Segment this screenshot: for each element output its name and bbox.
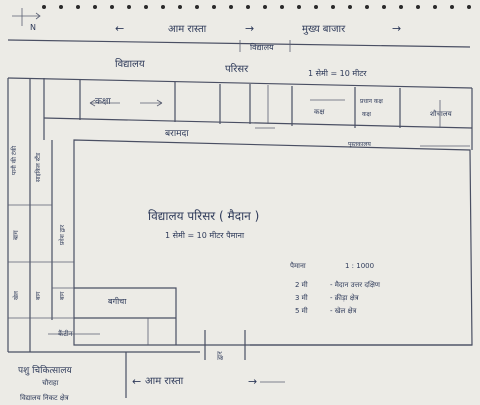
legend-row2-val: - क्रीड़ा क्षेत्र bbox=[330, 293, 359, 302]
garden-block bbox=[74, 287, 177, 345]
north-arrow-icon bbox=[12, 8, 41, 26]
canteen-label: कैंटीन bbox=[58, 329, 73, 338]
library-label: पुस्तकालय bbox=[348, 141, 371, 148]
left-item-6: बाग bbox=[35, 291, 42, 300]
top-boundary-line bbox=[7, 39, 471, 48]
legend-title: पैमाना bbox=[290, 261, 306, 270]
playground-scale: 1 सेमी = 10 मीटर पैमाना bbox=[165, 230, 245, 240]
left-item-7: बाग bbox=[59, 291, 66, 300]
room-right-label-b: कक्ष bbox=[362, 111, 372, 118]
left-item-3: बाग bbox=[12, 229, 20, 240]
room-right-label-a: प्रधान कक्ष bbox=[360, 98, 384, 105]
bottom-road-left-arrow: ← bbox=[132, 375, 141, 388]
school-title-right: परिसर bbox=[225, 63, 249, 75]
legend-row1-key: 2 मी bbox=[295, 280, 308, 289]
classroom-label: कक्षा bbox=[95, 97, 111, 107]
north-label: N bbox=[30, 23, 36, 32]
spiral-holes bbox=[42, 5, 471, 9]
school-title-left: विद्यालय bbox=[115, 58, 145, 70]
bottom-road-label: आम रास्ता bbox=[145, 376, 184, 387]
legend-row1-val: - मैदान उत्तर दक्षिण bbox=[330, 280, 381, 289]
playground-outline bbox=[73, 139, 473, 346]
left-item-4: प्रवेश द्वार bbox=[58, 224, 66, 245]
right-wall-label: शौचालय bbox=[430, 109, 453, 118]
building-top-wall bbox=[7, 77, 473, 89]
bottom-left-line1: पशु चिकित्सालय bbox=[18, 364, 72, 376]
bottom-left-line3: विद्यालय निकट क्षेत्र bbox=[20, 393, 69, 402]
building-bottom-wall bbox=[43, 117, 473, 129]
legend-value: 1 : 1000 bbox=[345, 262, 374, 270]
top-road-mid-arrow: → bbox=[245, 22, 254, 35]
left-item-2: साइकिल स्टैंड bbox=[34, 152, 42, 182]
school-scale-text: 1 सेमी = 10 मीटर bbox=[308, 68, 367, 78]
bottom-left-line2: चौराहा bbox=[42, 378, 59, 387]
legend-row3-key: 5 मी bbox=[295, 306, 308, 315]
room-mid-label: कक्ष bbox=[314, 108, 325, 116]
legend-row2-key: 3 मी bbox=[295, 293, 308, 302]
bottom-road-right-arrow: → bbox=[248, 375, 257, 388]
left-item-5: खेल bbox=[12, 290, 20, 300]
top-gate-label: विद्यालय bbox=[250, 42, 274, 52]
garden-label: बगीचा bbox=[108, 296, 127, 306]
top-road-label: आम रास्ता bbox=[168, 24, 207, 35]
top-road-left-arrow: ← bbox=[115, 22, 124, 35]
bottom-gate-label: द्वार bbox=[216, 351, 224, 360]
playground-title: विद्यालय परिसर ( मैदान ) bbox=[148, 209, 259, 223]
top-road-destination: मुख्य बाजार bbox=[302, 24, 346, 35]
legend-row3-val: - खेल क्षेत्र bbox=[330, 306, 356, 315]
left-item-1: पानी की टंकी bbox=[10, 146, 18, 175]
corridor-label: बरामदा bbox=[165, 129, 189, 139]
top-road-right-arrow: → bbox=[392, 22, 401, 35]
